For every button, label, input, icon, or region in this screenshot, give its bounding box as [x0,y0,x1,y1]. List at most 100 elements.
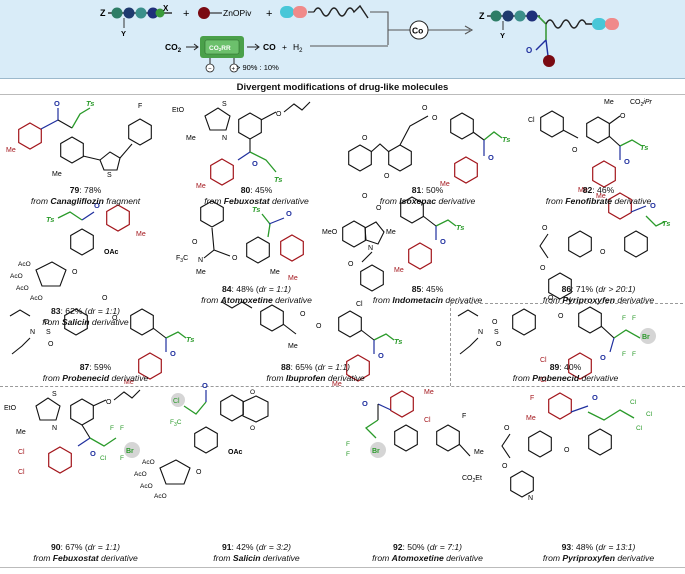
structure-79: Me O Ts Me S F [6,99,152,179]
aco-label: AcO [30,295,43,302]
source-suffix: derivative [443,553,483,563]
h2-label: H2 [293,42,303,54]
me-label: Me [394,267,404,274]
aco-label: AcO [134,471,147,478]
co2ipr-label: CO2iPr [630,99,653,108]
dashed-row-divider [0,386,685,387]
fluoro-label: F [632,351,636,358]
source-suffix: derivative [272,295,312,305]
carbonyl-o-label: O [440,237,446,246]
structure-86: Me O Ts O O O N [539,192,670,304]
thiazole-n-label: N [222,135,227,142]
chloro-label: Cl [100,455,107,462]
source-drug-name: Fenofibrate [565,196,613,206]
source-prefix: from [213,553,233,563]
diastereomeric-ratio: dr = 3:2) [258,542,292,552]
compound-yield: : 62% ( [60,306,88,316]
bromo-label: Br [372,448,380,455]
meo-label: MeO [322,229,338,236]
carbonyl-o-label: O [488,153,494,162]
structure-83: Ts O Me OAc O AcO AcO AcO AcO [10,201,146,302]
structure-90: EtO S N Me O O Cl Cl F F Cl F Br [4,389,141,476]
me-label: Me [124,379,134,386]
compound-yield: : 50% [421,185,444,195]
glycoside-o-label: O [72,269,78,276]
substrate-chain: Z Y X [100,4,172,38]
caption-79: 79: 78% from Canagliflozin fragment [0,185,171,207]
fluoro-label: F [632,315,636,322]
ester-o-label: O [558,313,564,320]
compound-number: 79 [69,185,80,195]
chloro-label: Cl [540,357,547,364]
source-drug-name: Indometacin [392,295,444,305]
fluoro-label: F [346,451,350,458]
bromine-halo [124,442,140,458]
source-prefix: from [542,553,563,563]
eto-label: EtO [4,405,17,412]
compound-yield: : 46% [592,185,615,195]
carbonyl-o-label: O [170,349,176,358]
diastereomeric-ratio: dr = 7:1) [429,542,463,552]
source-prefix: from [379,196,400,206]
source-prefix: from [33,553,53,563]
me-label: Me [440,181,450,188]
ts-label: Ts [186,335,194,344]
carbonyl-o-label: O [592,393,598,402]
ether-o-label: O [564,447,570,454]
f3c-label: F3C [176,255,188,264]
structure-93: F Me O Cl Cl Cl O O O N [501,392,653,502]
bromo-label: Br [642,334,650,341]
oac-label: OAc [104,249,119,256]
sulfonyl-o-label: O [492,319,498,326]
dashed-box-left [450,303,451,386]
f3c-label: F3C [170,419,182,428]
compound-yield: : 45% [250,185,273,195]
bromine-halo [370,442,386,458]
caption-91: 91: 42% (dr = 3:2) from Salicin derivati… [171,542,342,564]
carbonyl-o-label: O [624,157,630,166]
compound-number: 88 [280,362,291,372]
ester-o-label: O [362,193,368,200]
caption-88: 88: 65% (dr = 1:1) from Ibuprofen deriva… [230,362,401,384]
ts-label: Ts [252,205,260,214]
source-drug-name: Pyriproxyfen [562,553,615,563]
compound-yield: : 78% [79,185,102,195]
co-product-label: CO [263,42,276,52]
compound-yield: : 50% ( [402,542,430,552]
ester-o-label: O [422,105,428,112]
plus-terminal-icon: + [232,67,236,73]
source-drug-name: Isoxepac [399,196,437,206]
substrate-bead-1 [111,7,123,19]
alkene-partner [280,4,369,19]
compound-number: 92 [392,542,403,552]
caption-86: 86: 71% (dr > 20:1) from Pyriproxyfen de… [513,284,684,306]
carbonyl-o-label: O [650,201,656,210]
co-h2-ratio: > 90% : 10% [236,63,279,72]
source-drug-name: Atomoxetine [220,295,273,305]
source-prefix: from [545,196,566,206]
amide-o-label: O [192,239,198,246]
source-drug-name: Pyriproxyfen [562,295,615,305]
reaction-scheme-panel: Z Y X + ZnOPiv + [0,0,685,79]
me-label: Me [270,269,280,276]
ester-o-label: O [376,205,382,212]
ether-o-label: O [600,249,606,256]
caption-92: 92: 50% (dr = 7:1) from Atomoxetine deri… [342,542,513,564]
source-suffix: derivative [269,196,309,206]
aco-label: AcO [10,273,23,280]
me-label: Me [604,99,614,106]
diastereomeric-ratio: dr = 1:1) [87,306,121,316]
source-suffix: derivative [89,317,129,327]
compound-yield: : 67% ( [60,542,88,552]
aco-label: AcO [16,285,29,292]
chlorine-halo [171,393,185,407]
compound-yield: : 59% [89,362,112,372]
zinc-reagent-bead [198,7,210,19]
title-separator [0,94,685,95]
source-drug-name: Probenecid [532,373,580,383]
compound-number: 93 [561,542,572,552]
diastereomeric-ratio: dr = 1:1) [87,542,121,552]
oac-label: OAc [228,449,243,456]
source-drug-name: Febuxostat [223,196,270,206]
source-prefix: from [204,196,224,206]
